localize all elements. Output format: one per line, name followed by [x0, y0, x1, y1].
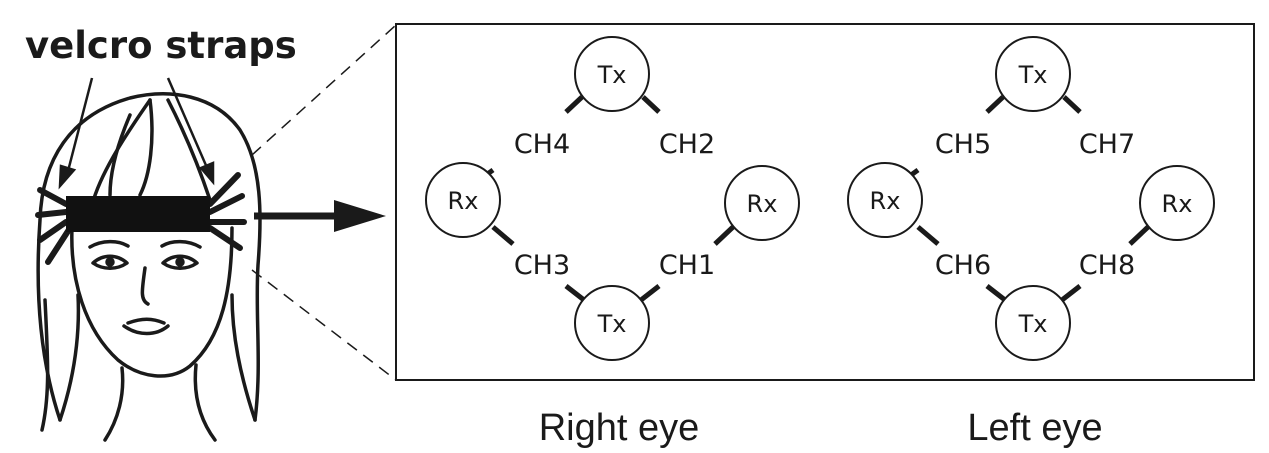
tx-node-top [995, 36, 1071, 112]
channel-label-ch8: CH8 [1079, 250, 1135, 281]
rx-node-left [425, 162, 501, 238]
right-eye-caption: Right eye [539, 407, 700, 449]
main-arrow [254, 200, 386, 232]
rx-node-right-label: Rx [747, 190, 778, 218]
channel-label-ch5: CH5 [935, 129, 991, 160]
channel-label-ch1: CH1 [659, 250, 715, 281]
head-illustration [35, 92, 262, 442]
left-eye-layout: Tx Rx Rx Tx CH5 CH7 CH6 CH8 [847, 36, 1215, 361]
channel-label-ch4: CH4 [514, 129, 570, 160]
rx-node-right [724, 165, 800, 241]
strap-arrows [58, 77, 215, 190]
tx-node-bottom [995, 285, 1071, 361]
rx-node-right-label: Rx [1162, 190, 1193, 218]
tx-node-top [574, 36, 650, 112]
velcro-straps-label: velcro straps [25, 24, 297, 67]
sensor-panel [395, 23, 1255, 381]
channel-label-ch7: CH7 [1079, 129, 1135, 160]
right-eye-layout: Tx Rx Rx Tx CH4 CH2 CH3 CH1 [425, 36, 800, 361]
rx-node-left-label: Rx [448, 187, 479, 215]
channel-label-ch2: CH2 [659, 129, 715, 160]
velcro-band [66, 196, 210, 232]
rx-node-left [847, 162, 923, 238]
tx-node-bottom-label: Tx [597, 310, 627, 338]
channel-label-ch6: CH6 [935, 250, 991, 281]
tx-node-top-label: Tx [597, 61, 627, 89]
rx-node-right [1139, 165, 1215, 241]
tx-node-bottom [574, 285, 650, 361]
left-eye-caption: Left eye [967, 407, 1102, 449]
zoom-lines [251, 24, 397, 381]
rx-node-left-label: Rx [870, 187, 901, 215]
tx-node-top-label: Tx [1018, 61, 1048, 89]
channel-label-ch3: CH3 [514, 250, 570, 281]
tx-node-bottom-label: Tx [1018, 310, 1048, 338]
